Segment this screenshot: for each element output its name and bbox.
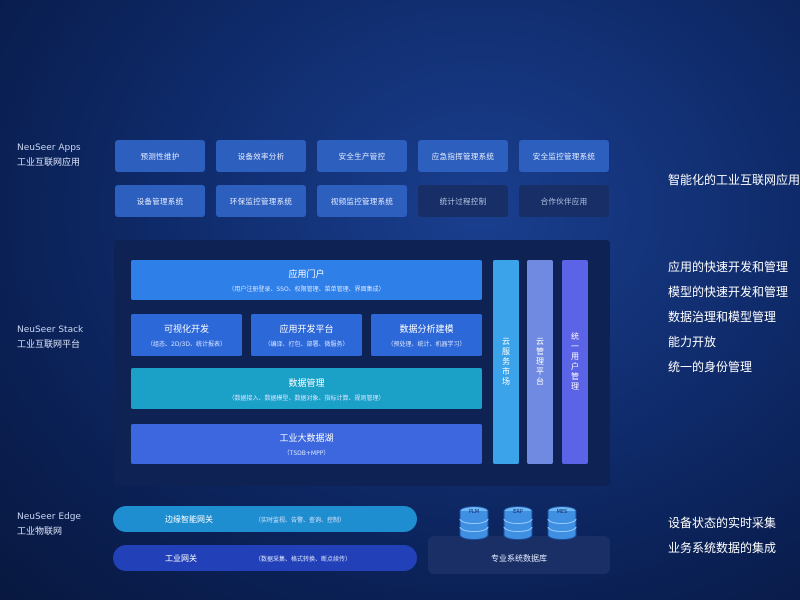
desc-edge-1: 设备状态的实时采集 [668,516,777,530]
visual-dev-sub: （组态、2D/3D、统计报表） [147,341,226,348]
apps-layer-label: NeuSeer Apps 工业互联网应用 [17,141,81,171]
big-data-lake-title: 工业大数据湖 [279,434,334,444]
edge-smart-gateway-title: 边缘智能网关 [165,514,213,524]
desc-stack-3: 数据治理和模型管理 [668,310,777,324]
app-emergency-command[interactable]: 应急指挥管理系统 [418,140,508,172]
plm-database-icon: PLM [459,506,489,542]
stack-layer-en: NeuSeer Stack [17,325,84,335]
app-equipment-management[interactable]: 设备管理系统 [115,185,205,217]
desc-edge-2: 业务系统数据的集成 [668,541,777,555]
big-data-lake-sub: （TSDB+MPP） [283,450,330,457]
data-management-sub: （数据接入、数据模型、数据对象、指标计算、规则管理） [228,394,385,402]
cloud-management-label: 云管理平台 [535,337,545,387]
industrial-gateway-sub: （数据采集、格式转换、断点续传） [255,555,352,563]
app-equipment-efficiency[interactable]: 设备效率分析 [216,140,306,172]
cloud-market-column[interactable]: 云服务市场 [493,260,519,464]
stack-layer-label: NeuSeer Stack 工业互联网平台 [17,323,83,353]
data-analysis-block[interactable]: 数据分析建模 （预处理、统计、机器学习） [371,314,482,356]
apps-layer-zh: 工业互联网应用 [17,158,81,168]
app-predictive-maintenance[interactable]: 预测性维护 [115,140,205,172]
big-data-lake-block[interactable]: 工业大数据湖 （TSDB+MPP） [131,424,482,464]
system-database-label: 专业系统数据库 [491,554,547,563]
app-statistical-process-control[interactable]: 统计过程控制 [418,185,508,217]
app-portal-block[interactable]: 应用门户 （用户注册登录、SSO、权限管理、菜单管理、界面集成） [131,260,482,300]
visual-dev-block[interactable]: 可视化开发 （组态、2D/3D、统计报表） [131,314,242,356]
desc-apps: 智能化的工业互联网应用 [668,173,800,187]
edge-layer-zh: 工业物联网 [17,527,63,537]
erp-text: ERP [513,509,523,515]
app-safety-monitoring[interactable]: 安全监控管理系统 [519,140,609,172]
app-safety-production[interactable]: 安全生产管控 [317,140,407,172]
visual-dev-title: 可视化开发 [163,325,209,335]
apps-layer-en: NeuSeer Apps [17,143,81,153]
app-dev-platform-sub: （编译、打包、部署、微服务） [264,341,349,348]
system-database-box [428,536,610,574]
app-partner-applications[interactable]: 合作伙伴应用 [519,185,609,217]
app-portal-title: 应用门户 [288,270,325,280]
edge-layer-en: NeuSeer Edge [17,512,81,522]
edge-smart-gateway-sub: （实时监视、告警、查询、控制） [255,516,346,524]
app-dev-platform-title: 应用开发平台 [279,325,334,335]
data-management-title: 数据管理 [288,378,325,389]
data-analysis-sub: （预处理、统计、机器学习） [387,341,466,348]
desc-stack-5: 统一的身份管理 [668,360,753,374]
industrial-gateway-title: 工业网关 [165,553,197,563]
unified-user-management-column[interactable]: 统一用户管理 [562,260,588,464]
unified-user-management-label: 统一用户管理 [570,332,580,392]
cloud-management-column[interactable]: 云管理平台 [527,260,553,464]
mes-database-icon: MES [547,506,577,542]
app-portal-sub: （用户注册登录、SSO、权限管理、菜单管理、界面集成） [228,286,385,293]
desc-stack-1: 应用的快速开发和管理 [668,260,789,274]
app-environmental-monitoring[interactable]: 环保监控管理系统 [216,185,306,217]
edge-layer-label: NeuSeer Edge 工业物联网 [17,510,81,540]
data-analysis-title: 数据分析建模 [399,325,454,335]
cloud-market-label: 云服务市场 [501,337,511,387]
mes-text: MES [557,509,568,515]
plm-text: PLM [469,509,479,515]
data-management-block[interactable]: 数据管理 （数据接入、数据模型、数据对象、指标计算、规则管理） [131,368,482,409]
app-video-monitoring[interactable]: 视频监控管理系统 [317,185,407,217]
app-dev-platform-block[interactable]: 应用开发平台 （编译、打包、部署、微服务） [251,314,362,356]
desc-stack-4: 能力开放 [668,335,717,349]
stack-layer-zh: 工业互联网平台 [17,340,81,350]
erp-database-icon: ERP [503,506,533,542]
desc-stack-2: 模型的快速开发和管理 [668,285,789,299]
edge-smart-gateway[interactable]: 边缘智能网关 （实时监视、告警、查询、控制） [113,506,417,532]
industrial-gateway[interactable]: 工业网关 （数据采集、格式转换、断点续传） [113,545,417,571]
